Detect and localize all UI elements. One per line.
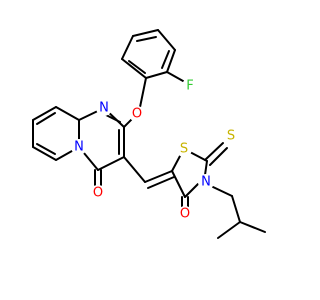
atom-f: F <box>186 79 193 94</box>
bond <box>231 195 241 223</box>
bond <box>123 156 146 183</box>
bond <box>209 147 228 166</box>
bond <box>138 77 147 113</box>
atom-o-ring-carbonyl: O <box>180 207 190 222</box>
bond <box>166 49 176 73</box>
atom-o-ring-carbonyl-bg <box>177 206 193 222</box>
bond <box>187 150 208 162</box>
bond <box>36 143 56 155</box>
bond <box>157 29 176 51</box>
bond <box>217 221 241 239</box>
bond <box>161 50 170 69</box>
bond <box>204 142 224 161</box>
bond <box>204 160 208 176</box>
bond <box>132 29 159 37</box>
atom-s-thione-bg <box>223 128 239 144</box>
bond <box>97 156 125 171</box>
atom-s-thione: S <box>227 129 235 144</box>
bond <box>121 58 147 79</box>
bond <box>32 106 57 121</box>
atom-n-bridgehead-bg <box>71 139 87 155</box>
atom-n-thiazolidine: N <box>201 175 211 190</box>
atom-labels: F O N N O S S N O <box>71 78 239 222</box>
bond <box>144 170 173 183</box>
bond <box>32 146 57 161</box>
bond <box>121 35 134 60</box>
atom-o-carbonyl: O <box>93 186 103 201</box>
atom-n-thiazolidine-bg <box>198 174 214 190</box>
bond <box>239 221 266 233</box>
bond <box>212 186 233 197</box>
atom-s-ring-bg <box>176 141 192 157</box>
bond <box>55 106 80 121</box>
atom-s-ring: S <box>180 142 188 157</box>
bond <box>184 183 199 198</box>
atom-o-ether: O <box>132 107 142 122</box>
bond <box>128 60 146 74</box>
atom-o-ether-bg <box>129 106 145 122</box>
atom-n-pyrimidine-bg <box>96 100 112 116</box>
atom-f-bg <box>182 78 198 94</box>
atom-n-pyrimidine: N <box>99 101 109 116</box>
bond <box>36 112 56 125</box>
atom-n-bridgehead: N <box>74 140 84 155</box>
chemical-structure-diagram: F O N N O S S N O <box>32 29 266 239</box>
bond <box>166 71 184 82</box>
bond <box>171 155 181 172</box>
bond <box>145 71 168 79</box>
bond <box>171 170 186 198</box>
bond <box>136 36 157 42</box>
atom-o-carbonyl-bg <box>90 185 106 201</box>
bond <box>147 176 175 189</box>
